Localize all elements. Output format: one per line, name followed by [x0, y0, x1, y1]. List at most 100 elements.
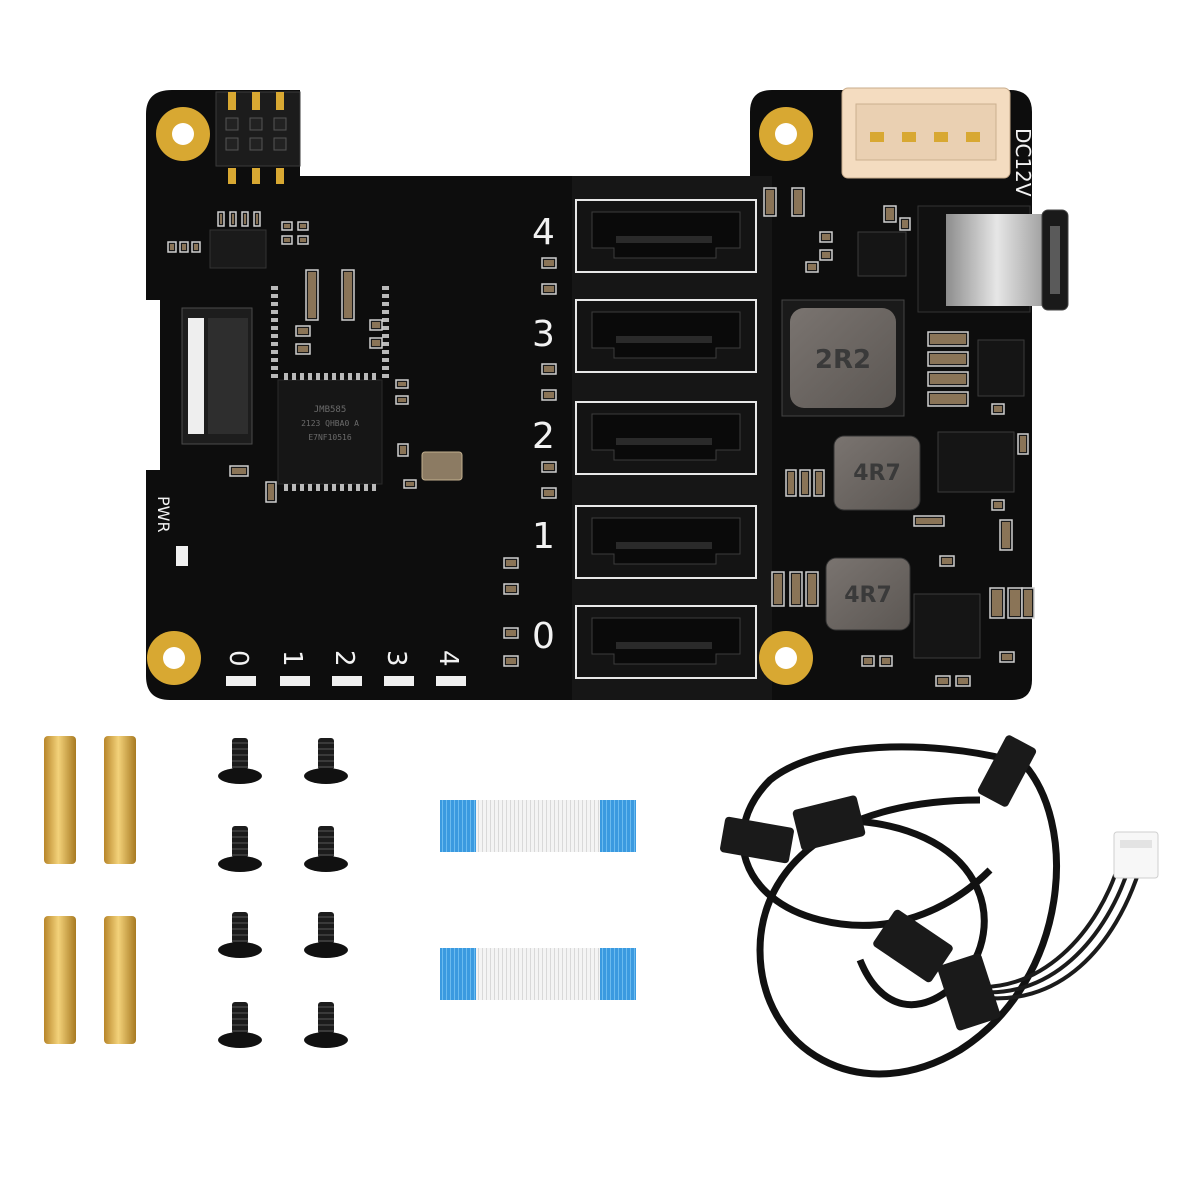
- sata-data-port: [575, 605, 757, 679]
- smd-part: [939, 555, 955, 567]
- smd-part: [541, 461, 557, 473]
- smd-part: [1017, 433, 1029, 455]
- smd-part: [791, 187, 805, 217]
- led-number-1: 1: [277, 650, 307, 667]
- crystal: [421, 451, 463, 481]
- screw: [218, 1002, 262, 1048]
- smd-part: [403, 479, 417, 489]
- smd-part: [785, 469, 797, 497]
- sata-power-connector: [873, 909, 953, 983]
- sata-power-connector: [720, 816, 794, 864]
- screw: [218, 912, 262, 958]
- screw: [304, 738, 348, 784]
- ffc-cable: [440, 948, 636, 1000]
- smd-part: [819, 249, 833, 261]
- regulator-chip: [937, 431, 1015, 493]
- pwr-label: PWR: [154, 496, 173, 533]
- smd-part: [503, 655, 519, 667]
- screw: [304, 826, 348, 872]
- svg-text:4R7: 4R7: [853, 461, 901, 486]
- smd-part: [991, 499, 1005, 511]
- fan-connector: [841, 87, 1011, 179]
- smd-part: [341, 269, 355, 321]
- smd-part: [541, 389, 557, 401]
- smd-part: [179, 241, 189, 253]
- smd-part: [281, 221, 293, 231]
- smd-part: [999, 519, 1013, 551]
- smd-part: [229, 465, 249, 477]
- svg-text:2R2: 2R2: [815, 345, 871, 375]
- sata-data-port: [575, 299, 757, 373]
- smd-part: [913, 515, 945, 527]
- smd-part: [899, 217, 911, 231]
- smd-part: [955, 675, 971, 687]
- eeprom-chip: [209, 229, 267, 269]
- screw: [304, 912, 348, 958]
- ffc-cable: [440, 800, 636, 852]
- sata-hat-board: DC12V JMB585 2123 QHBA0 A E7NF10516: [146, 87, 1069, 700]
- dc12v-label: DC12V: [1011, 128, 1035, 197]
- sata-data-port: [575, 199, 757, 273]
- smd-part: [861, 655, 875, 667]
- chip-text: 2123 QHBA0 A: [301, 419, 359, 428]
- standoff: [104, 736, 136, 864]
- smd-part: [297, 235, 309, 245]
- regulator-chip: [913, 593, 981, 659]
- port-number-2: 2: [532, 416, 555, 457]
- sata-power-connector: [792, 795, 866, 851]
- chip-pins: [271, 286, 389, 491]
- standoff: [44, 736, 76, 864]
- mounting-hole: [759, 631, 813, 685]
- smd-part: [883, 205, 897, 223]
- smd-part: [541, 257, 557, 269]
- inductor-small: 4R7: [833, 435, 921, 511]
- smd-part: [253, 211, 261, 227]
- screw: [218, 738, 262, 784]
- smd-part: [927, 351, 969, 367]
- smd-part: [1021, 587, 1035, 619]
- led-number-2: 2: [329, 650, 359, 667]
- port-number-3: 3: [532, 314, 555, 355]
- smd-part: [819, 231, 833, 243]
- smd-part: [879, 655, 893, 667]
- smd-part: [813, 469, 825, 497]
- smd-part: [395, 379, 409, 389]
- smd-part: [191, 241, 201, 253]
- sata-ports: [575, 199, 757, 679]
- smd-part: [799, 469, 811, 497]
- screws: [218, 738, 348, 1048]
- smd-part: [927, 331, 969, 347]
- smd-part: [503, 583, 519, 595]
- inductor-large: 2R2: [781, 299, 905, 417]
- mounting-hole: [156, 107, 210, 161]
- smd-part: [295, 325, 311, 337]
- smd-part: [991, 403, 1005, 415]
- smd-part: [789, 571, 803, 607]
- smd-part: [541, 487, 557, 499]
- led-number-0: 0: [223, 650, 253, 667]
- dc-power-jack: [917, 205, 1069, 313]
- smd-part: [1007, 587, 1023, 619]
- sata-power-connector: [977, 735, 1037, 807]
- sata-controller-chip: JMB585 2123 QHBA0 A E7NF10516: [277, 379, 383, 485]
- smd-part: [503, 557, 519, 569]
- smd-part: [927, 371, 969, 387]
- smd-part: [369, 319, 383, 331]
- led-number-4: 4: [433, 650, 463, 667]
- inductor-small: 4R7: [825, 557, 911, 631]
- port-number-1: 1: [532, 516, 555, 557]
- smd-part: [397, 443, 409, 457]
- smd-part: [395, 395, 409, 405]
- sata-data-port: [575, 505, 757, 579]
- smd-part: [503, 627, 519, 639]
- pin-header: [215, 91, 301, 184]
- sata-data-port: [575, 401, 757, 475]
- standoff: [104, 916, 136, 1044]
- smd-part: [167, 241, 177, 253]
- white-4pin-connector: [1113, 831, 1159, 879]
- mosfet-chip: [977, 339, 1025, 397]
- fpc-connector: [181, 307, 253, 445]
- smd-part: [805, 571, 819, 607]
- driver-chip: [857, 231, 907, 277]
- smd-part: [297, 221, 309, 231]
